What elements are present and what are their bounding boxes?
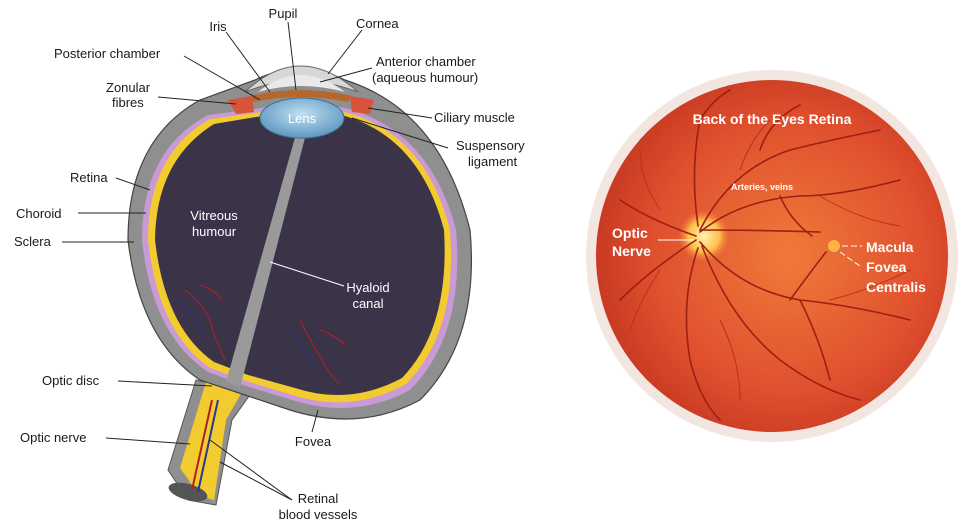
choroid-label: Choroid [16,206,62,221]
optic-nerve-retina-label-line2: Nerve [612,243,651,259]
posterior-chamber-label: Posterior chamber [54,46,161,61]
iris-label: Iris [209,19,227,34]
optic-nerve-label: Optic nerve [20,430,86,445]
sclera-label: Sclera [14,234,52,249]
vitreous-label-line1: Vitreous [190,208,238,223]
optic-nerve-retina-label-line1: Optic [612,225,648,241]
zonular-label-line2: fibres [112,95,144,110]
hyaloid-label-line1: Hyaloid [346,280,389,295]
anterior-chamber-label-line1: Anterior chamber [376,54,476,69]
retina-fundus: Back of the Eyes Retina Arteries, veins … [586,70,958,442]
macula-label: Macula [866,239,914,255]
retina-label: Retina [70,170,108,185]
fovea-centralis-label-line1: Fovea [866,259,907,275]
cornea-label: Cornea [356,16,399,31]
pupil-label: Pupil [269,6,298,21]
hyaloid-label-line2: canal [352,296,383,311]
fovea-centralis-label-line2: Centralis [866,279,926,295]
optic-disc-label: Optic disc [42,373,100,388]
retinal-vessels-label-line1: Retinal [298,491,339,506]
lens-label: Lens [288,111,317,126]
suspensory-label-line1: Suspensory [456,138,525,153]
suspensory-label-line2: ligament [468,154,518,169]
macula-spot [828,240,840,252]
vitreous-label-line2: humour [192,224,237,239]
retinal-vessels-label-line2: blood vessels [279,507,358,522]
arteries-veins-label: Arteries, veins [731,182,793,192]
ciliary-muscle-label: Ciliary muscle [434,110,515,125]
zonular-label-line1: Zonular [106,80,151,95]
fovea-label: Fovea [295,434,332,449]
retina-title: Back of the Eyes Retina [693,111,852,127]
anterior-chamber-label-line2: (aqueous humour) [372,70,478,85]
